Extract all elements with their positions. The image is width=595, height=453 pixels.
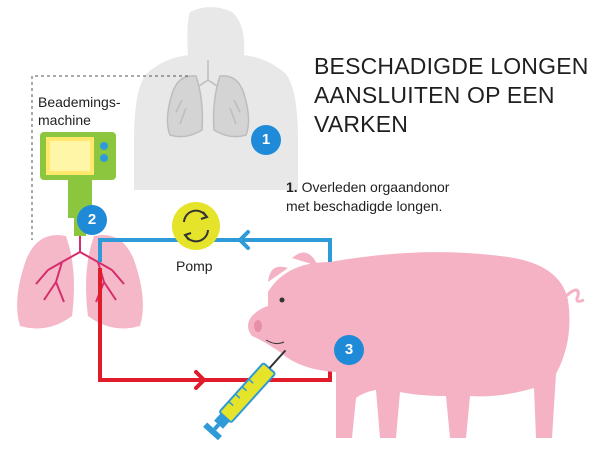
badge-machine: 2	[77, 205, 107, 235]
syringe-icon	[203, 349, 287, 441]
title-line-3: VARKEN	[314, 111, 409, 137]
page-title: BESCHADIGDE LONGEN AANSLUITEN OP EEN VAR…	[314, 52, 589, 139]
ventilator-label-line-2: machine	[38, 112, 91, 128]
title-line-1: BESCHADIGDE LONGEN	[314, 53, 589, 79]
title-line-2: AANSLUITEN OP EEN	[314, 82, 555, 108]
ventilator-label: Beademings- machine	[38, 93, 121, 129]
dotted-connector	[31, 75, 188, 240]
ventilator-machine	[40, 132, 116, 236]
donor-silhouette	[134, 7, 298, 190]
pump-icon	[172, 202, 220, 250]
pump-label: Pomp	[176, 258, 213, 274]
pig-illustration	[248, 252, 585, 438]
ventilator-label-line-1: Beademings-	[38, 94, 121, 110]
badge-donor: 1	[251, 125, 281, 155]
caption-line-2: met beschadigde longen.	[286, 198, 443, 214]
caption-line-1: Overleden orgaandonor	[301, 179, 450, 195]
donor-caption: 1. Overleden orgaandonor met beschadigde…	[286, 178, 449, 216]
badge-pig: 3	[334, 335, 364, 365]
donor-lungs-icon	[166, 60, 250, 138]
damaged-lungs-icon	[17, 235, 143, 329]
caption-number: 1.	[286, 179, 298, 195]
